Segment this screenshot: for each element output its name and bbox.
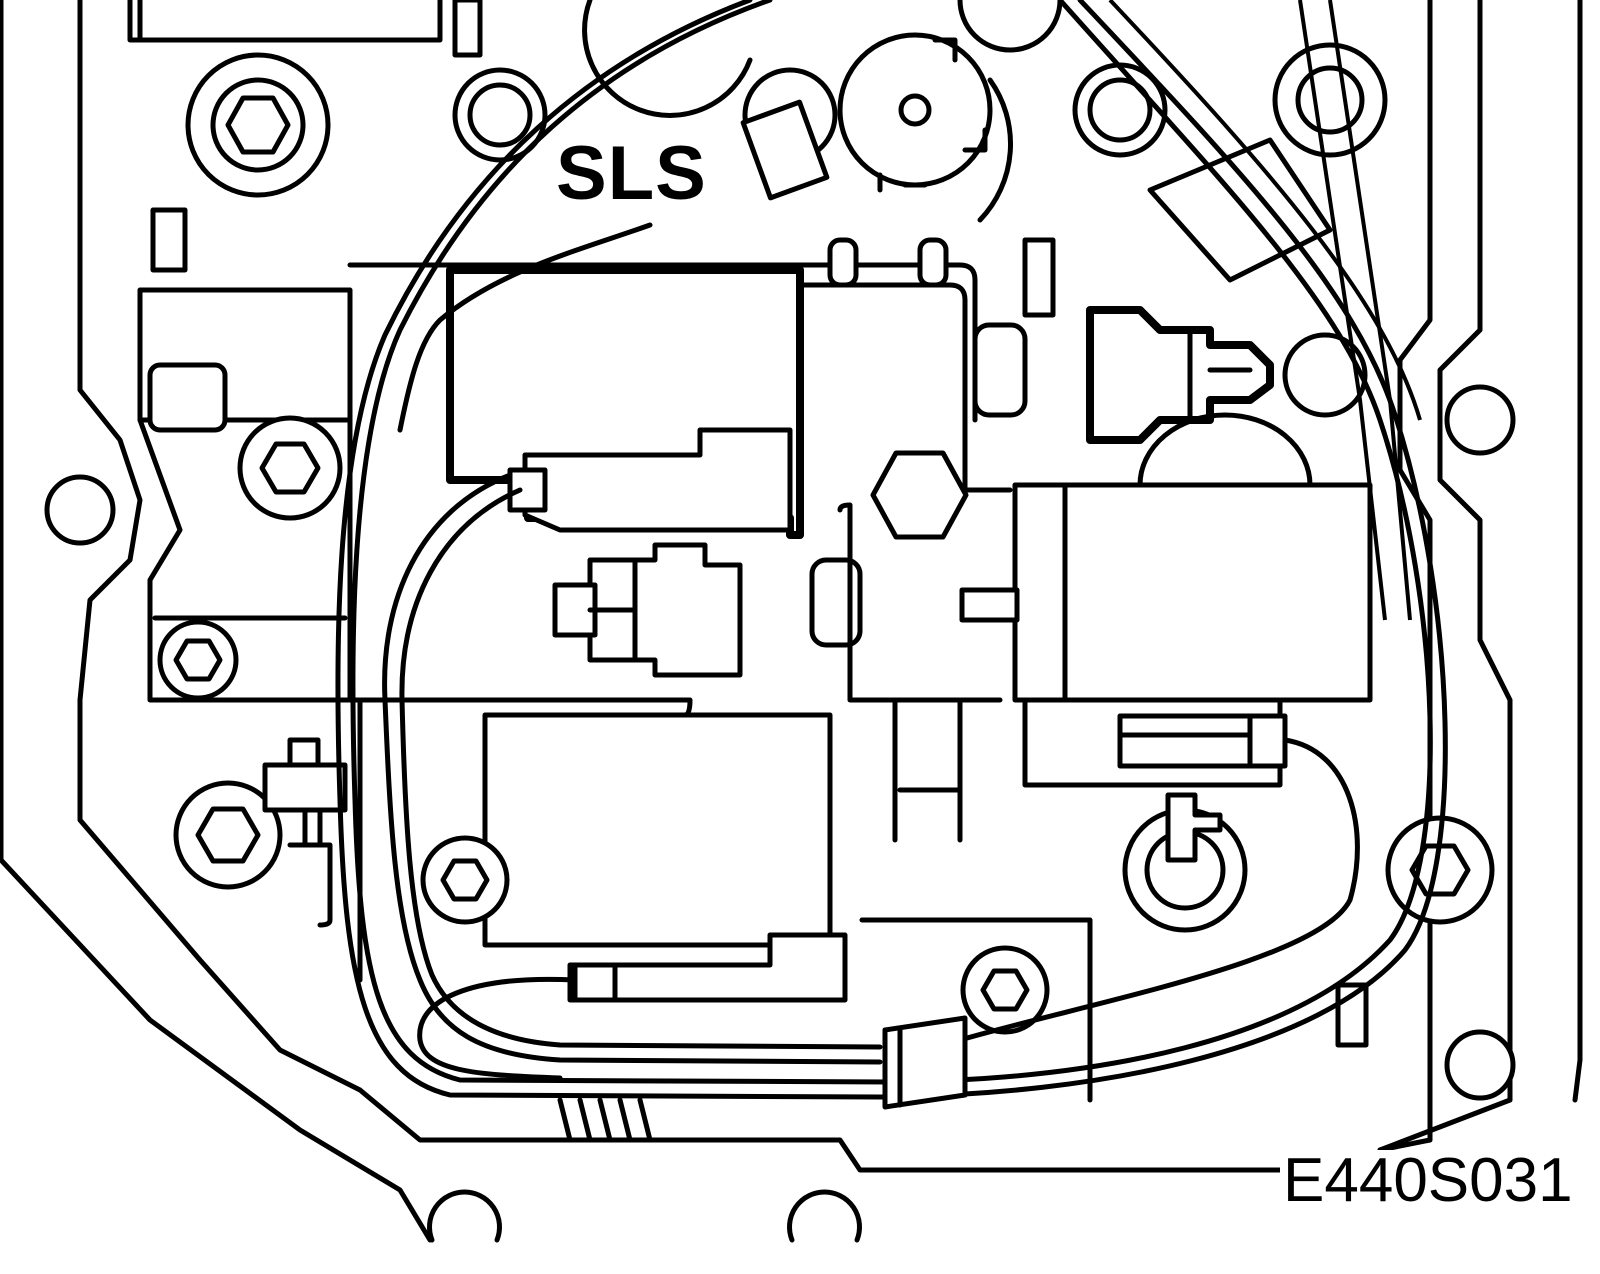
hex-bolt xyxy=(980,968,1030,1012)
right-solenoid-body xyxy=(1012,482,1373,703)
small-block xyxy=(147,362,228,433)
sls-wire-inner xyxy=(399,487,883,1050)
hex-bolt xyxy=(195,806,261,864)
center-panel xyxy=(347,262,978,423)
right-solenoid-dome xyxy=(1137,412,1313,488)
lower-solenoid-body xyxy=(482,712,833,948)
sls-solenoid-connector xyxy=(522,427,793,533)
middle-connector-lines xyxy=(587,557,638,663)
top-plate xyxy=(137,0,443,43)
housing-right-edge xyxy=(1377,0,1513,1153)
housing-right-outer xyxy=(1572,0,1583,1103)
sls-solenoid-label: SLS xyxy=(552,136,711,212)
bolt-washer xyxy=(1295,65,1365,135)
left-plate xyxy=(137,417,353,703)
connector-right-upper xyxy=(1086,306,1274,444)
mounting-hole xyxy=(44,474,116,546)
bolt-washer xyxy=(467,82,533,148)
slot xyxy=(1022,237,1056,318)
housing-inner-contour xyxy=(77,0,1273,1173)
small-block xyxy=(972,322,1028,418)
mounting-hole-partial xyxy=(787,1189,862,1243)
sls-connector-tab xyxy=(507,467,548,513)
wire-harness-strand xyxy=(1108,0,1422,421)
wire-harness-strand xyxy=(1298,0,1387,621)
bolt-boss xyxy=(1282,332,1368,418)
wire-harness-strand xyxy=(1328,0,1412,621)
wire-tails xyxy=(557,1097,653,1143)
wire-clip-stem xyxy=(287,807,333,928)
sls-wire xyxy=(382,472,883,1065)
slot xyxy=(150,207,188,273)
housing-outline xyxy=(0,0,433,1243)
right-wire-loop xyxy=(957,737,1360,1043)
mounting-hole xyxy=(1444,1029,1516,1101)
round-solenoid-arc xyxy=(977,77,1014,223)
lower-plate xyxy=(347,697,1093,1103)
small-block xyxy=(809,557,863,648)
post xyxy=(917,237,949,288)
center-bracket xyxy=(837,502,1003,843)
round-solenoid-center xyxy=(898,93,932,127)
hex-bolt xyxy=(225,95,291,155)
top-housing-curve xyxy=(582,0,753,118)
mounting-hole xyxy=(1444,384,1516,456)
lower-connector-tab xyxy=(572,962,618,1003)
hex-bolt xyxy=(1409,843,1471,897)
post xyxy=(827,237,859,288)
top-housing-curve xyxy=(957,0,1063,53)
harness-connector xyxy=(882,1015,968,1110)
right-solenoid-pin xyxy=(959,587,1020,623)
upper-right-plate xyxy=(1147,137,1333,283)
bolt-washer xyxy=(1087,77,1153,143)
lower-wire-loop xyxy=(417,976,578,1081)
wire-clip-tab xyxy=(287,737,321,768)
hex-bolt xyxy=(440,858,490,902)
connector-ribs xyxy=(1187,327,1253,423)
wire-clip xyxy=(262,762,348,813)
sls-lead-wire xyxy=(397,222,653,433)
right-connector-lines xyxy=(1117,713,1253,769)
right-solenoid-connector xyxy=(1117,713,1288,769)
hex-bolt xyxy=(259,441,321,495)
figure-code: E440S031 xyxy=(1280,1150,1576,1212)
mounting-hole-partial xyxy=(427,1189,502,1243)
lower-solenoid-connector xyxy=(567,932,848,1003)
hex-bolt xyxy=(173,638,223,682)
round-solenoid-connector xyxy=(740,99,830,201)
hex-bolt-large xyxy=(870,450,969,540)
wire-clip-right xyxy=(1165,792,1223,863)
slot xyxy=(452,0,483,58)
sls-mounting-bracket xyxy=(797,282,1013,493)
round-solenoid-tabs xyxy=(877,37,988,193)
